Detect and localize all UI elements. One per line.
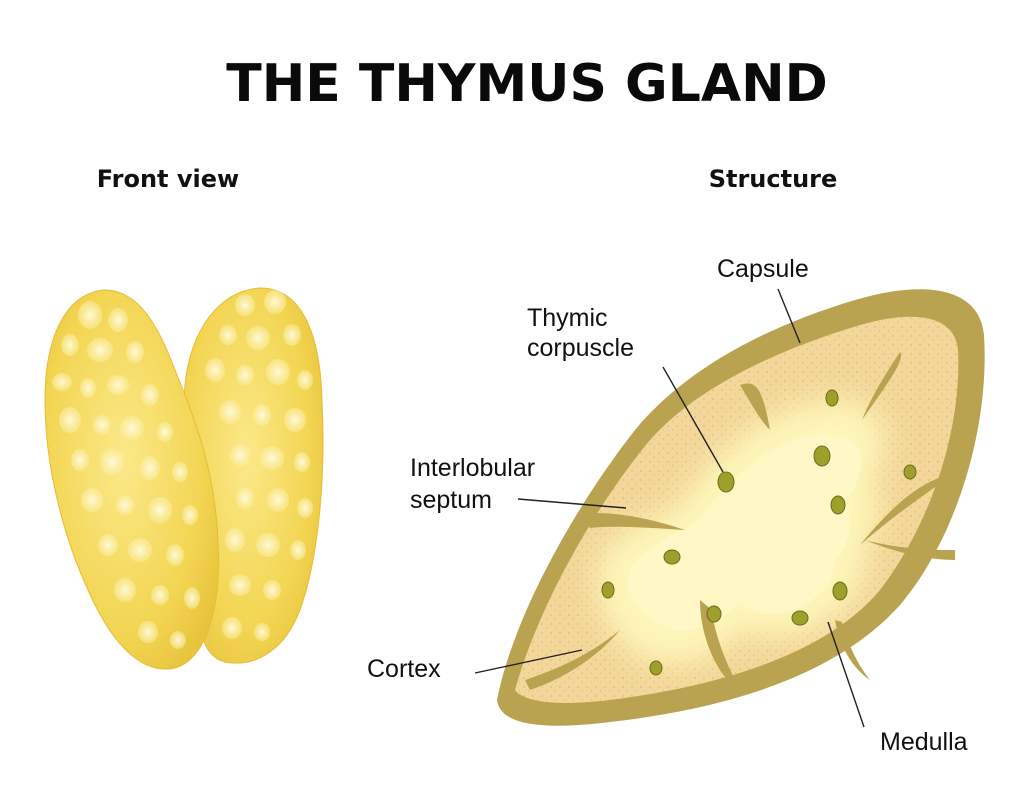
label-capsule: Capsule bbox=[717, 255, 809, 283]
label-cortex: Cortex bbox=[367, 655, 441, 683]
structure-caption: Structure bbox=[709, 165, 838, 193]
septa bbox=[525, 352, 955, 690]
label-thymic-line1: Thymic bbox=[527, 304, 608, 332]
capsule-leader bbox=[777, 288, 801, 344]
septum-leader bbox=[517, 498, 627, 509]
label-thymic-line2: corpuscle bbox=[527, 334, 634, 362]
lobe-spots bbox=[52, 301, 200, 649]
page-title: THE THYMUS GLAND bbox=[226, 54, 828, 114]
thymic-corpuscles bbox=[601, 389, 917, 676]
medulla-leader bbox=[827, 621, 865, 728]
front-view-caption: Front view bbox=[97, 165, 239, 193]
lobe-spots-right bbox=[205, 290, 313, 641]
label-septum-line2: septum bbox=[410, 486, 492, 514]
label-septum-line1: Interlobular bbox=[410, 454, 535, 482]
front-view-gland bbox=[44, 287, 324, 670]
cortex-leader bbox=[474, 649, 583, 674]
label-medulla: Medulla bbox=[880, 728, 968, 756]
thymic-corpuscle-leader bbox=[662, 366, 724, 473]
